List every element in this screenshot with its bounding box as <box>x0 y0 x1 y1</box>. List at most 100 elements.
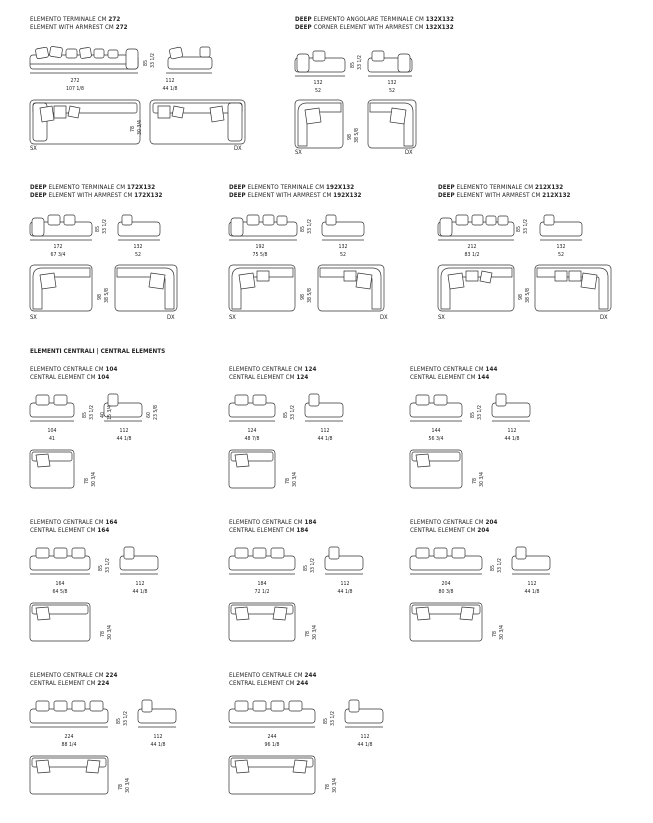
terminal-272-width-in: 107 1/8 <box>66 86 84 92</box>
central-164-height-in: 33 1/2 <box>105 558 111 573</box>
central-224-height-in: 33 1/2 <box>123 711 129 726</box>
deep-172-dx-label: DX <box>167 315 175 321</box>
deep-192-title-it: DEEP ELEMENTO TERMINALE CM 192X132 <box>229 184 355 191</box>
central-184-side-view <box>325 545 369 577</box>
deep-172-arm: 132 <box>133 244 143 250</box>
central-104-seat-height: 40 <box>100 412 106 418</box>
deep-212-width: 212 <box>467 244 477 250</box>
terminal-272-arm-in: 44 1/8 <box>162 86 178 92</box>
central-164-height: 85 <box>98 565 104 571</box>
deep-192-front-view <box>229 212 304 242</box>
central-184-arm: 112 <box>340 581 350 587</box>
central-104-arm-height-in: 23 5/8 <box>153 405 159 420</box>
corner-132-title-en: DEEP CORNER ELEMENT WITH ARMREST CM 132X… <box>295 24 454 31</box>
central-204-arm-in: 44 1/8 <box>524 589 540 595</box>
deep-212-plan-dx <box>535 265 615 313</box>
central-224-width: 224 <box>64 734 74 740</box>
deep-212-height: 85 <box>516 226 522 232</box>
deep-172-depth: 98 <box>97 294 103 300</box>
deep-192-plan-dx <box>318 265 388 313</box>
central-164-title-it: ELEMENTO CENTRALE CM 164 <box>30 519 118 526</box>
central-224-depth: 78 <box>118 784 124 790</box>
deep-172-width-in: 67 3/4 <box>50 252 66 258</box>
deep-212-arm: 132 <box>556 244 566 250</box>
central-124-title-it: ELEMENTO CENTRALE CM 124 <box>229 366 317 373</box>
corner-132-width-right: 132 <box>387 80 397 86</box>
central-144-plan-view <box>410 450 466 492</box>
deep-192-block: DEEP ELEMENTO TERMINALE CM 192X132 DEEP … <box>229 184 362 200</box>
deep-172-sx-label: SX <box>30 315 37 321</box>
central-244-side-view <box>345 698 389 730</box>
deep-212-side-view <box>540 212 590 242</box>
central-164-plan-view <box>30 603 94 645</box>
terminal-272-side-view <box>166 45 216 75</box>
terminal-272-depth: 78 <box>130 126 136 132</box>
terminal-272-arm: 112 <box>165 78 175 84</box>
central-164-depth-in: 30 3/4 <box>107 625 113 640</box>
central-124-arm-in: 44 1/8 <box>317 436 333 442</box>
central-204-side-view <box>512 545 556 577</box>
corner-132-dx-label: DX <box>405 150 413 156</box>
deep-172-front-view <box>30 212 100 242</box>
corner-132-width-right-in: 52 <box>389 88 395 94</box>
deep-212-title-en: DEEP ELEMENT WITH ARMREST CM 212X132 <box>438 192 571 199</box>
corner-132-plan-sx <box>295 100 345 150</box>
central-244-front-view <box>229 698 319 730</box>
deep-192-dx-label: DX <box>380 315 388 321</box>
central-244-width-in: 96 1/8 <box>264 742 280 748</box>
central-104-front-view <box>30 392 78 424</box>
deep-192-arm-in: 52 <box>340 252 346 258</box>
deep-212-depth: 98 <box>518 294 524 300</box>
deep-192-height: 85 <box>300 226 306 232</box>
central-144-height-in: 33 1/2 <box>477 405 483 420</box>
central-124-depth: 78 <box>285 478 291 484</box>
central-144-front-view <box>410 392 466 424</box>
central-164-side-view <box>120 545 164 577</box>
central-204-depth: 78 <box>492 631 498 637</box>
deep-212-block: DEEP ELEMENTO TERMINALE CM 212X132 DEEP … <box>438 184 571 200</box>
central-104-side-view <box>104 392 148 424</box>
deep-192-sx-label: SX <box>229 315 236 321</box>
central-124-width: 124 <box>247 428 257 434</box>
central-144-side-view <box>492 392 536 424</box>
central-244-title-it: ELEMENTO CENTRALE CM 244 <box>229 672 317 679</box>
central-204-arm: 112 <box>527 581 537 587</box>
deep-172-depth-in: 38 5/8 <box>104 288 110 303</box>
central-244-depth: 78 <box>325 784 331 790</box>
central-104-height-in: 33 1/2 <box>89 405 95 420</box>
corner-132-front-left <box>295 48 355 78</box>
central-224-front-view <box>30 698 112 730</box>
central-244-height: 85 <box>323 718 329 724</box>
deep-212-width-in: 83 1/2 <box>464 252 480 258</box>
central-elements-section-title: ELEMENTI CENTRALI | CENTRAL ELEMENTS <box>30 348 166 355</box>
central-104-title-it: ELEMENTO CENTRALE CM 104 <box>30 366 118 373</box>
deep-192-side-view <box>322 212 372 242</box>
deep-172-plan-sx <box>30 265 95 313</box>
central-204-depth-in: 30 3/4 <box>499 625 505 640</box>
central-144-arm: 112 <box>507 428 517 434</box>
central-224-title-it: ELEMENTO CENTRALE CM 224 <box>30 672 118 679</box>
central-104-seat-height-in: 15 3/4 <box>107 405 113 420</box>
deep-172-height: 85 <box>95 226 101 232</box>
terminal-272-height: 85 <box>143 60 149 66</box>
central-224-plan-view <box>30 756 112 798</box>
corner-132-block: DEEP ELEMENTO ANGOLARE TERMINALE CM 132X… <box>295 16 454 32</box>
deep-192-plan-sx <box>229 265 299 313</box>
deep-192-depth-in: 38 5/8 <box>307 288 313 303</box>
terminal-272-depth-in: 30 3/4 <box>137 120 143 135</box>
central-144-title-it: ELEMENTO CENTRALE CM 144 <box>410 366 498 373</box>
central-224-depth-in: 30 3/4 <box>125 778 131 793</box>
corner-132-plan-dx <box>368 100 418 150</box>
central-224-height: 85 <box>116 718 122 724</box>
central-104-plan-view <box>30 450 78 492</box>
central-204-plan-view <box>410 603 486 645</box>
central-144-depth: 78 <box>472 478 478 484</box>
central-204-title-it: ELEMENTO CENTRALE CM 204 <box>410 519 498 526</box>
central-204-height-in: 33 1/2 <box>497 558 503 573</box>
central-124-height: 85 <box>283 412 289 418</box>
